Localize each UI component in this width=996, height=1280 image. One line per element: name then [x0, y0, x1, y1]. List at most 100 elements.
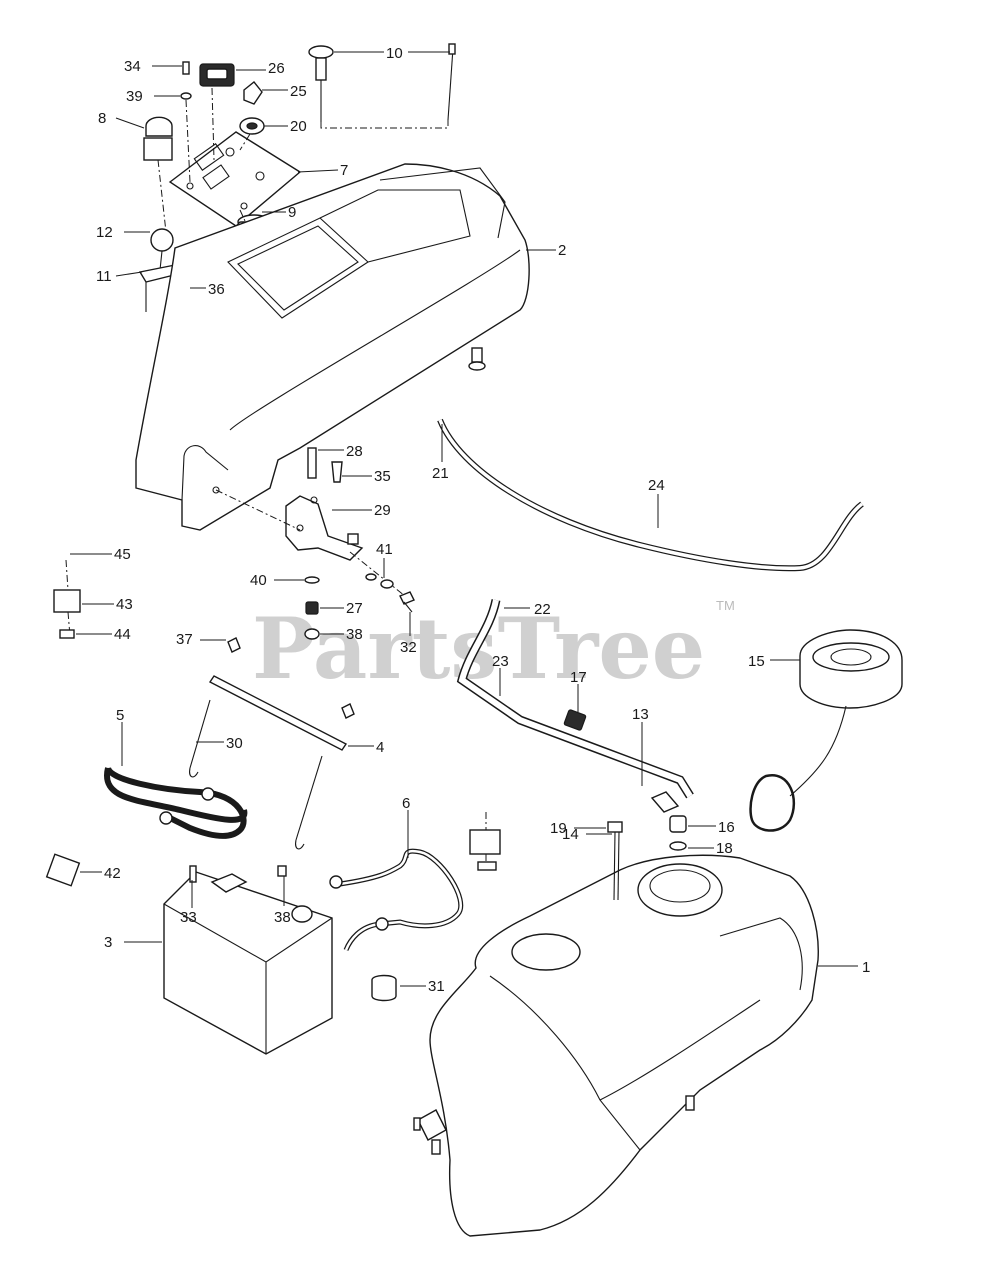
fuel-sender [607, 821, 623, 833]
bolt-32 [399, 591, 415, 605]
lever-ball [150, 228, 174, 252]
spring-27 [305, 601, 319, 615]
tank-filler-neck [637, 863, 723, 917]
callout-12: 12 [96, 224, 113, 241]
callout-37: 37 [176, 631, 193, 648]
battery-terminal [291, 905, 313, 923]
hose-group [437, 418, 864, 813]
screw [182, 61, 190, 75]
callout-7: 7 [340, 162, 348, 179]
battery-cable-5 [103, 766, 248, 839]
watermark-trademark: TM [716, 598, 735, 613]
callout-22: 22 [534, 601, 551, 618]
callout-38b: 38 [274, 909, 291, 926]
console-fitting [471, 347, 483, 363]
callout-3: 3 [104, 934, 112, 951]
relay-group [45, 559, 501, 887]
tie-down-group [189, 637, 355, 850]
tank-bolt-left [431, 1139, 441, 1155]
callout-29: 29 [374, 502, 391, 519]
callout-1: 1 [862, 959, 870, 976]
terminal-cover-31 [371, 974, 397, 1002]
callout-30: 30 [226, 735, 243, 752]
bracket-group [215, 447, 415, 640]
callout-27: 27 [346, 600, 363, 617]
callout-31: 31 [428, 978, 445, 995]
callout-5: 5 [116, 707, 124, 724]
tank-opening [511, 933, 581, 971]
fuel-gauge-cap [308, 45, 334, 59]
callout-28: 28 [346, 443, 363, 460]
grommet-18 [669, 841, 687, 851]
callout-18: 18 [716, 840, 733, 857]
callout-45: 45 [114, 546, 131, 563]
callout-8: 8 [98, 110, 106, 127]
cables-group [103, 766, 464, 952]
console [135, 163, 530, 531]
bolt [331, 461, 343, 483]
callout-41: 41 [376, 541, 393, 558]
callout-20: 20 [290, 118, 307, 135]
washer-41b [380, 579, 394, 589]
nut-38 [304, 628, 320, 640]
callout-6: 6 [402, 795, 410, 812]
callout-32: 32 [400, 639, 417, 656]
callout-39: 39 [126, 88, 143, 105]
bolt-33 [189, 865, 197, 883]
callout-13: 13 [632, 706, 649, 723]
callout-38: 38 [346, 626, 363, 643]
callout-15: 15 [748, 653, 765, 670]
callout-17: 17 [570, 669, 587, 686]
callout-33: 33 [180, 909, 197, 926]
callout-34: 34 [124, 58, 141, 75]
callout-2: 2 [558, 242, 566, 259]
nut-38b [277, 865, 287, 877]
callout-42: 42 [104, 865, 121, 882]
callout-11: 11 [96, 268, 112, 285]
callouts: 34 26 10 39 25 8 20 7 12 9 2 11 36 21 24… [70, 45, 870, 995]
washer [180, 92, 192, 100]
relay-42 [45, 853, 81, 887]
callout-35: 35 [374, 468, 391, 485]
fuel-cap-group [749, 629, 903, 832]
pto-switch-body [143, 137, 173, 161]
vent-valve [650, 791, 680, 813]
bracket-nut [347, 533, 359, 545]
callout-9: 9 [288, 204, 296, 221]
callout-10: 10 [386, 45, 403, 62]
callout-21: 21 [432, 465, 449, 482]
battery [163, 871, 333, 1055]
washer-40 [304, 576, 320, 584]
relay-43-bracket [59, 629, 75, 639]
gauge-rod [447, 47, 454, 121]
tank-bolt-right [685, 1095, 695, 1111]
callout-16: 16 [718, 819, 735, 836]
throttle-knob [243, 81, 263, 105]
pto-switch-knob [145, 116, 173, 137]
rollover-valve [669, 815, 687, 833]
wing-nut-right [341, 703, 355, 719]
callout-23: 23 [492, 653, 509, 670]
j-bolt-right [295, 755, 323, 841]
callout-25: 25 [290, 83, 307, 100]
fuel-tank [429, 854, 819, 1237]
callout-24: 24 [648, 477, 665, 494]
callout-40: 40 [250, 572, 267, 589]
callout-44: 44 [114, 626, 131, 643]
hose-clamp-17 [563, 709, 587, 731]
callout-36: 36 [208, 281, 225, 298]
callout-43: 43 [116, 596, 133, 613]
battery-group [163, 865, 397, 1055]
washer-41a [365, 573, 377, 581]
relay-side [469, 829, 501, 855]
callout-4: 4 [376, 739, 384, 756]
bracket [285, 495, 364, 561]
pin [307, 447, 317, 479]
battery-strap [210, 873, 248, 893]
console-group [135, 163, 530, 531]
wing-nut-left [227, 637, 241, 653]
j-bolt-left [189, 699, 211, 769]
cap-tether-ring [749, 774, 796, 832]
callout-26: 26 [268, 60, 285, 77]
